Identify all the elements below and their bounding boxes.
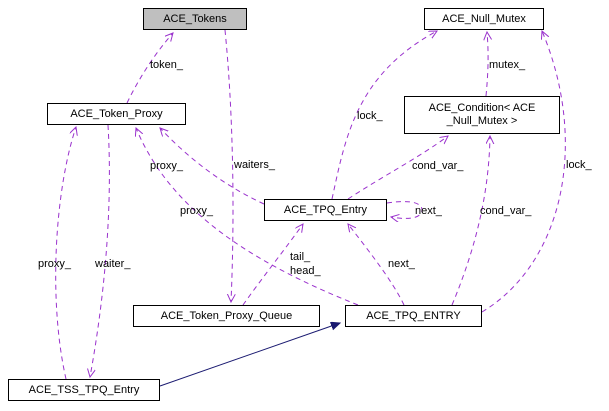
edge-label-cond-var-right: cond_var_ [480, 205, 532, 217]
edge-next-loop [386, 201, 423, 219]
edge-label-next-entry: next_ [388, 258, 415, 270]
edge-label-waiter: waiter_ [95, 258, 131, 270]
edge-label-lock-right: lock_ [566, 159, 592, 171]
edge-lock-right [481, 31, 566, 313]
node-ace-condition-null-mutex[interactable]: ACE_Condition< ACE _Null_Mutex > [404, 96, 560, 134]
edge-label-next-loop: next_ [415, 205, 442, 217]
edge-label-lock-left: lock_ [357, 110, 383, 122]
edge-proxy-left [55, 127, 76, 380]
edge-inheritance [159, 323, 340, 387]
edge-token [126, 33, 173, 104]
edge-cond-var-right [451, 136, 490, 306]
edge-cond-var-left [347, 136, 448, 200]
edge-label-cond-var-left: cond_var_ [412, 160, 464, 172]
edge-label-proxy-left: proxy_ [38, 258, 72, 270]
node-ace-tokens[interactable]: ACE_Tokens [143, 8, 247, 30]
edge-label-tail-head: tail_ head_ [290, 251, 321, 277]
edge-lock-left [331, 31, 437, 200]
node-ace-tpq-entry-typedef[interactable]: ACE_TPQ_ENTRY [345, 305, 482, 327]
edge-label-waiters: waiters_ [234, 159, 275, 171]
edge-label-proxy-upper: proxy_ [150, 160, 184, 172]
edge-tail-head [242, 224, 303, 306]
edge-waiter [90, 124, 110, 377]
edge-label-mutex: mutex_ [489, 59, 526, 71]
edge-waiters [224, 29, 233, 302]
node-ace-tss-tpq-entry[interactable]: ACE_TSS_TPQ_Entry [8, 379, 160, 401]
edge-next-entry [348, 224, 405, 306]
node-ace-null-mutex[interactable]: ACE_Null_Mutex [424, 8, 544, 30]
edge-proxy-upper [160, 128, 265, 205]
edge-mutex [486, 32, 488, 97]
edge-label-proxy-mid: proxy_ [180, 205, 214, 217]
node-ace-tpq-entry[interactable]: ACE_TPQ_Entry [264, 199, 387, 221]
edge-proxy-mid [136, 128, 359, 306]
edge-label-token: token_ [150, 59, 184, 71]
node-ace-token-proxy[interactable]: ACE_Token_Proxy [47, 103, 186, 125]
node-ace-token-proxy-queue[interactable]: ACE_Token_Proxy_Queue [133, 305, 320, 327]
